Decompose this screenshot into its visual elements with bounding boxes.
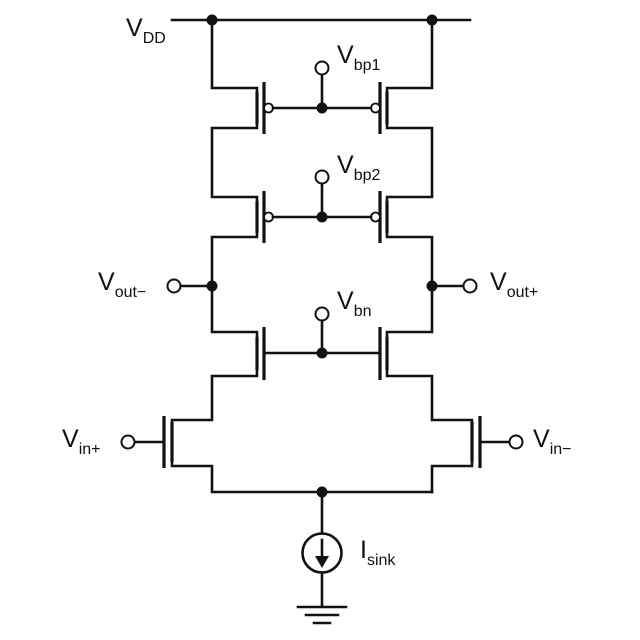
- vbp2-label: Vbp2: [337, 151, 380, 184]
- vout-plus-label: Vout+: [490, 268, 538, 301]
- vbp1-terminal: [316, 62, 329, 75]
- vdd-label: VDD: [126, 14, 166, 47]
- pmos-right-mid: [371, 191, 387, 243]
- nmos-input-left: [122, 416, 173, 468]
- vin-minus-label: Vin−: [533, 425, 571, 458]
- vin-plus-terminal: [122, 436, 135, 449]
- vbp2-junction: [317, 212, 328, 223]
- pmos-bubble: [371, 213, 380, 222]
- vin-minus-terminal: [510, 436, 523, 449]
- vout-plus-terminal: [464, 280, 477, 293]
- vout-plus-node: [427, 280, 477, 293]
- vbp2-terminal: [316, 171, 329, 184]
- vout-minus-label: Vout−: [98, 268, 146, 301]
- isink-label: Isink: [360, 536, 396, 569]
- vout-minus-junction: [207, 281, 218, 292]
- nmos-input-right: [472, 416, 523, 468]
- vout-minus-terminal: [168, 280, 181, 293]
- pmos-bubble: [264, 213, 273, 222]
- pmos-left-mid: [257, 191, 273, 243]
- tail-node: [317, 487, 328, 534]
- vbp1-label: Vbp1: [337, 41, 380, 74]
- pmos-right-top: [371, 82, 387, 134]
- right-branch-wires: [387, 20, 472, 492]
- vout-minus-node: [168, 280, 218, 293]
- pmos-left-top: [257, 82, 273, 134]
- current-sink-icon: [303, 534, 342, 573]
- vbp1-junction: [317, 103, 328, 114]
- left-branch-wires: [172, 20, 432, 492]
- vbn-label: Vbn: [337, 287, 371, 320]
- vin-plus-label: Vin+: [62, 425, 100, 458]
- vbn-terminal: [316, 308, 329, 321]
- ground-icon: [298, 573, 346, 623]
- pmos-bubble: [371, 104, 380, 113]
- pmos-bubble: [264, 104, 273, 113]
- vbn-junction: [317, 348, 328, 359]
- vdd-rail: [172, 15, 470, 26]
- vout-plus-junction: [427, 281, 438, 292]
